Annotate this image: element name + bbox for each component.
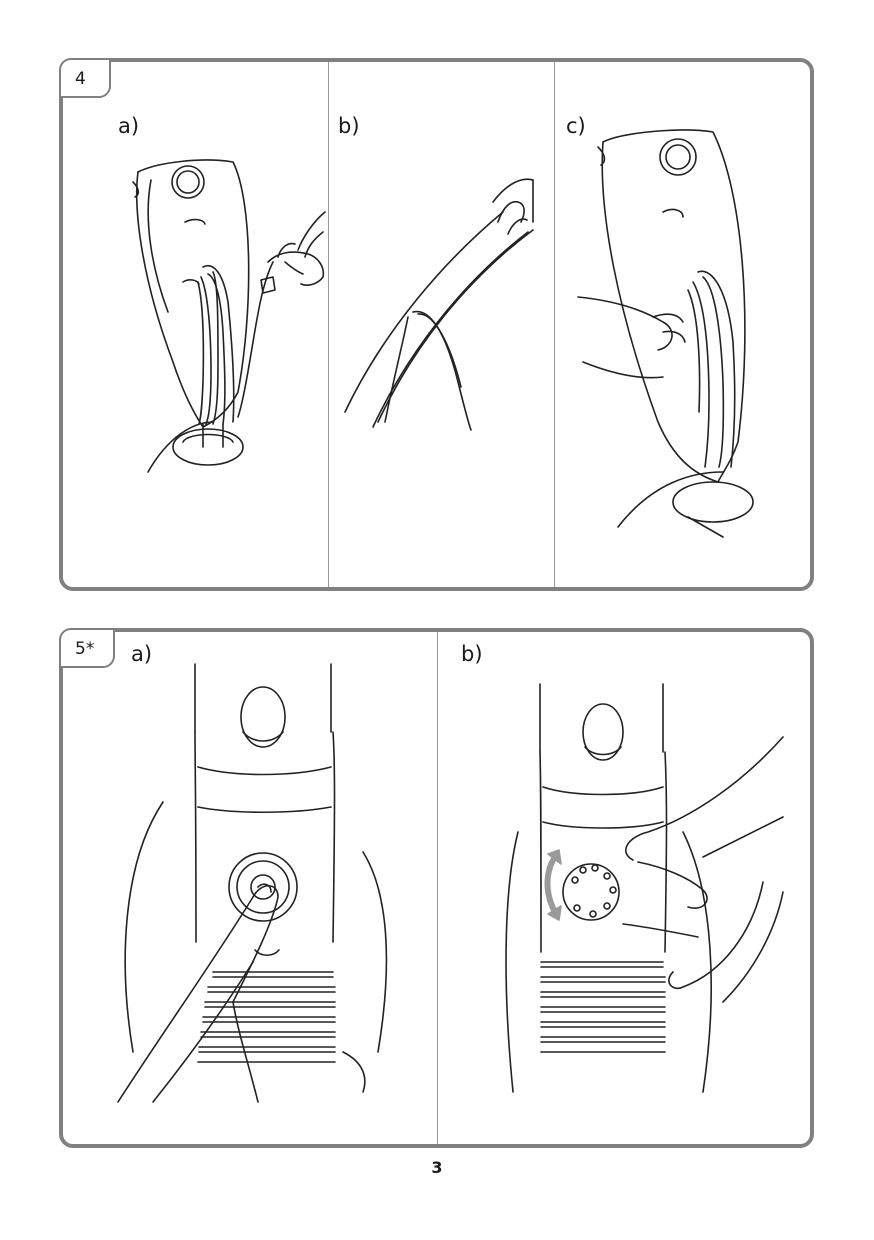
- vacuum-body-4a: [132, 159, 250, 428]
- dial-5b: [562, 863, 620, 921]
- rotate-arrow-icon: [544, 849, 562, 921]
- illustration-5b-turn-dial: [505, 683, 784, 1093]
- panel-label-b: b): [461, 642, 483, 666]
- panel-label-c: c): [566, 114, 586, 138]
- hand-4c: [577, 296, 686, 379]
- hand-with-plug-4a: [260, 211, 326, 294]
- vent-grill-5b: [540, 961, 666, 1053]
- hand-5b: [622, 736, 784, 1003]
- cord-4b: [384, 310, 472, 431]
- handle-tube-4b: [344, 211, 534, 428]
- illustration-5a-press-button: [117, 663, 388, 1103]
- vent-grill-5a: [197, 971, 336, 1063]
- panel-divider: [328, 62, 329, 587]
- step-number-badge: 5*: [59, 628, 115, 668]
- vacuum-column-5a: [194, 663, 336, 943]
- finger-5a: [117, 883, 279, 1103]
- hand-4b: [492, 178, 534, 235]
- figure-5-frame: 5* a) b): [59, 628, 814, 1148]
- step-number-badge: 4: [59, 58, 111, 98]
- page-number: 3: [431, 1158, 443, 1177]
- panel-divider: [437, 632, 438, 1144]
- vacuum-base-4a: [147, 421, 244, 473]
- power-button-5a: [228, 852, 298, 957]
- panel-label-b: b): [338, 114, 360, 138]
- illustration-4c-hand-wrap: [577, 129, 754, 538]
- panel-divider: [554, 62, 555, 587]
- panel-label-a: a): [118, 114, 140, 138]
- illustration-4b-cord-clip: [344, 178, 534, 431]
- wrapped-cord-4a: [197, 261, 274, 425]
- wrapped-cord-4c: [687, 270, 736, 468]
- housing-5a: [124, 801, 388, 1093]
- housing-5b: [505, 831, 712, 1093]
- illustration-4a-cord-wrap: [132, 159, 326, 473]
- panel-label-a: a): [131, 642, 153, 666]
- vacuum-base-4c: [617, 471, 754, 538]
- figure-4-frame: 4 a) b) c): [59, 58, 814, 591]
- vacuum-column-5b: [539, 683, 668, 953]
